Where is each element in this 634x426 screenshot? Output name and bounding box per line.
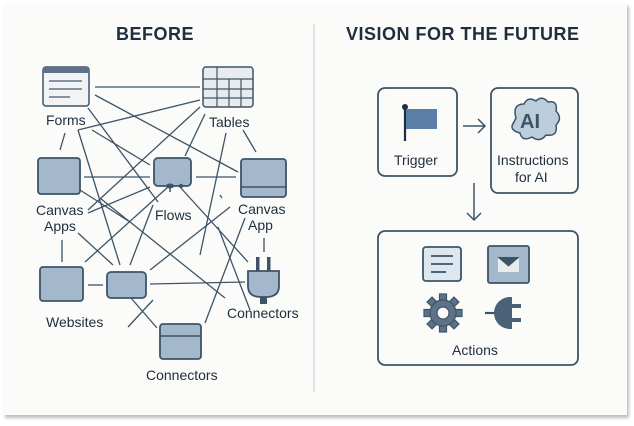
edge	[219, 194, 223, 199]
connectors-box-icon	[159, 323, 202, 360]
trigger-box[interactable]	[377, 87, 458, 177]
trigger-label: Trigger	[394, 152, 438, 168]
flag-icon	[402, 104, 437, 141]
edge	[127, 299, 154, 328]
canvas-apps-label-line1: Canvas	[36, 202, 83, 218]
edge	[130, 297, 158, 329]
plug-icon	[247, 257, 280, 304]
arrow-down-icon	[466, 183, 482, 222]
edge	[149, 206, 231, 271]
canvas-apps-label-line2: Apps	[44, 218, 76, 234]
table-icon	[202, 66, 254, 108]
edge	[129, 204, 154, 266]
instructions-label-line1: Instructions	[497, 152, 569, 168]
edge	[199, 132, 227, 256]
tables-label: Tables	[209, 114, 249, 130]
edge	[242, 129, 257, 153]
canvas-app-label-line2: App	[248, 217, 273, 233]
ai-cloud-icon: AI	[511, 97, 561, 141]
edge	[77, 129, 121, 266]
before-title: BEFORE	[116, 24, 195, 44]
connectors-right-label: Connectors	[227, 305, 299, 321]
edge	[77, 99, 201, 131]
canvas-app-label-line1: Canvas	[238, 201, 285, 217]
edge	[94, 94, 239, 173]
edge	[99, 197, 226, 299]
actions-label: Actions	[452, 342, 498, 358]
flows-icon	[153, 157, 192, 192]
websites-icon	[39, 266, 84, 302]
canvas-apps-icon	[37, 157, 81, 195]
edge	[91, 129, 151, 166]
mail-icon	[487, 245, 530, 284]
websites-secondary-icon	[106, 271, 147, 299]
document-icon	[422, 246, 462, 282]
edge	[87, 186, 151, 214]
edge	[59, 132, 66, 151]
edge	[84, 186, 169, 263]
plug-action-icon	[485, 297, 521, 329]
tangle-lines	[59, 86, 265, 329]
forms-label: Forms	[46, 112, 86, 128]
future-title: VISION FOR THE FUTURE	[346, 24, 580, 44]
gear-icon	[423, 293, 463, 333]
instructions-label-line2: for AI	[515, 169, 548, 185]
panel-divider-lower	[313, 196, 315, 392]
edge	[204, 217, 246, 324]
flows-label: Flows	[155, 207, 192, 223]
edge	[179, 186, 249, 263]
connectors-bottom-label: Connectors	[146, 367, 218, 383]
edge	[149, 281, 246, 285]
edge	[184, 113, 206, 157]
arrow-right-icon	[463, 118, 487, 134]
canvas-app-icon	[240, 158, 287, 198]
forms-icon	[42, 66, 90, 107]
panel-divider	[313, 24, 315, 196]
edge	[87, 107, 159, 203]
edge	[77, 232, 114, 266]
websites-label: Websites	[46, 314, 103, 330]
ai-badge-text: AI	[520, 111, 540, 133]
edge	[217, 226, 251, 311]
edge	[87, 106, 201, 211]
